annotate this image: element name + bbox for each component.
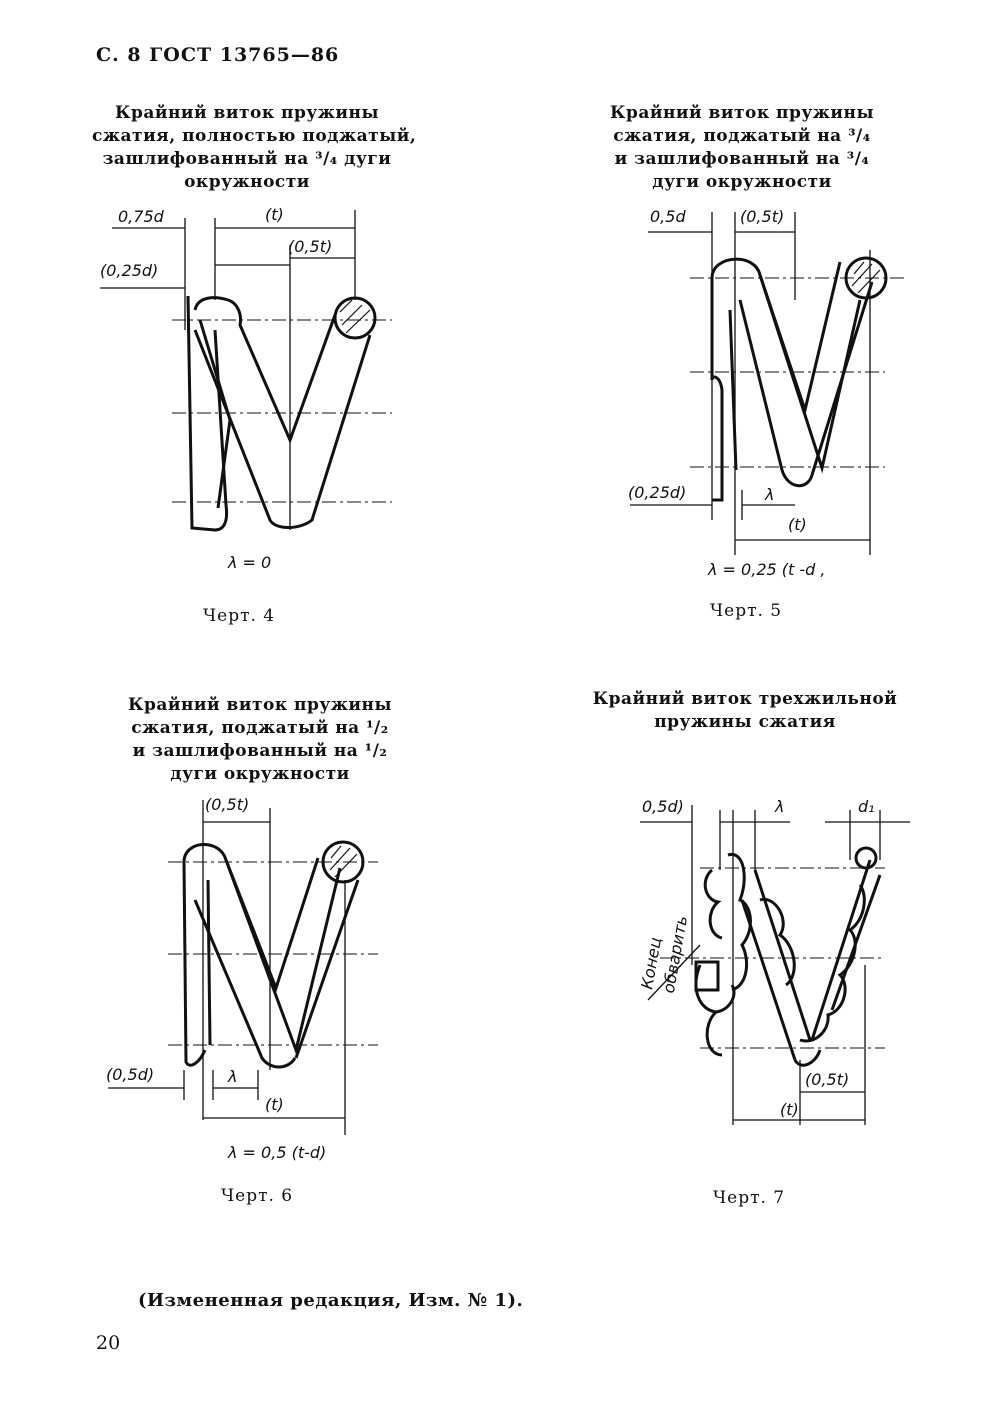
amendment-note: (Измененная редакция, Изм. № 1).: [138, 1290, 524, 1311]
figure-4-drawing: 0,75d (t) (0,5t) (0,25d) λ = 0: [100, 205, 392, 572]
figure-4-caption: Черт. 4: [203, 606, 276, 626]
figure-6-drawing: (0,5t) (0,5d) λ (t) λ = 0,5 (t-d): [106, 795, 378, 1162]
label-0-25d: (0,25d): [100, 261, 158, 280]
figure-7-drawing: 0,5d) λ d₁ (0,5t) (t) Конец обварить: [637, 797, 910, 1125]
formula-lambda: λ = 0,5 (t-d): [227, 1143, 326, 1162]
formula-lambda: λ = 0,25 (t -d ,: [707, 560, 825, 579]
figure-5-title: Крайний виток пружины сжатия, поджатый н…: [609, 103, 874, 192]
page-number: 20: [96, 1332, 121, 1354]
svg-text:обварить: обварить: [659, 914, 691, 994]
figure-5-caption: Черт. 5: [710, 601, 783, 621]
figure-6-title: Крайний виток пружины сжатия, поджатый н…: [127, 695, 392, 784]
figure-6-caption: Черт. 6: [221, 1186, 294, 1206]
label-lambda: λ: [764, 485, 774, 504]
label-0-5t: (0,5t): [805, 1070, 849, 1089]
label-0-25d: (0,25d): [628, 483, 686, 502]
label-t: (t): [780, 1100, 799, 1119]
side-note-weld-end: Конец обварить: [637, 914, 691, 994]
label-lambda: λ: [227, 1067, 237, 1086]
label-d1: d₁: [858, 797, 875, 816]
formula-lambda: λ = 0: [227, 553, 271, 572]
figure-4-title: Крайний виток пружины сжатия, полностью …: [92, 103, 417, 192]
label-0-5d: 0,5d): [642, 797, 684, 816]
figure-5-drawing: 0,5d (0,5t) (0,25d) λ (t) λ = 0,25 (t -d…: [628, 207, 905, 579]
label-t: (t): [788, 515, 807, 534]
label-t: (t): [265, 1095, 284, 1114]
label-0-5d: 0,5d: [650, 207, 686, 226]
label-0-75d: 0,75d: [118, 207, 165, 226]
label-lambda: λ: [774, 797, 784, 816]
label-0-5t: (0,5t): [205, 795, 249, 814]
figure-7-title: Крайний виток трехжильной пружины сжатия: [592, 689, 898, 732]
label-t: (t): [265, 205, 284, 224]
page-header: С. 8 ГОСТ 13765—86: [96, 44, 340, 66]
figure-7-caption: Черт. 7: [713, 1188, 786, 1208]
label-0-5t: (0,5t): [740, 207, 784, 226]
label-0-5d: (0,5d): [106, 1065, 154, 1084]
label-0-5t: (0,5t): [288, 237, 332, 256]
